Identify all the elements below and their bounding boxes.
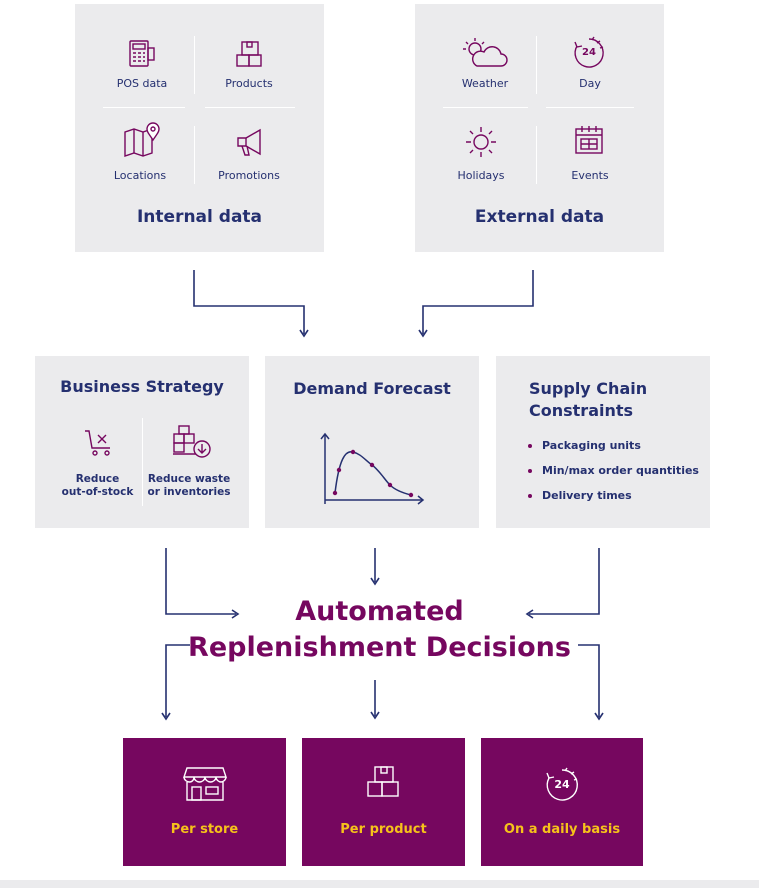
- supply-chain-panel: [496, 356, 710, 528]
- reduce-oos-line1: Reduce: [75, 473, 120, 485]
- reduce-waste-line2: or inventories: [147, 486, 231, 498]
- divider: [443, 107, 528, 108]
- bottom-strip: [0, 880, 759, 888]
- boxes-down-icon: [173, 425, 211, 458]
- locations-label: Locations: [113, 169, 167, 182]
- product-box-icon: [236, 41, 262, 67]
- day-badge: 24: [582, 47, 596, 58]
- megaphone-icon: [237, 128, 261, 156]
- per-store-box: [123, 738, 286, 866]
- list-item: Min/max order quantities: [528, 464, 699, 489]
- divider: [103, 107, 185, 108]
- divider: [205, 107, 295, 108]
- supply-chain-title-line2: Constraints: [529, 401, 634, 420]
- pos-data-label: POS data: [116, 77, 168, 90]
- supply-chain-title-line1: Supply Chain: [529, 379, 648, 398]
- daily-basis-label: On a daily basis: [503, 822, 621, 837]
- pos-terminal-icon: [129, 40, 155, 67]
- reduce-oos-line2: out-of-stock: [61, 486, 134, 498]
- promotions-label: Promotions: [218, 169, 280, 182]
- weather-icon: [463, 38, 508, 67]
- demand-forecast-title: Demand Forecast: [293, 379, 451, 398]
- daily-clock-icon: [546, 767, 578, 801]
- daily-badge: 24: [554, 778, 570, 791]
- holidays-label: Holidays: [457, 169, 505, 182]
- per-store-label: Per store: [170, 822, 239, 837]
- internal-data-title: Internal data: [136, 207, 263, 227]
- product-box-icon: [367, 766, 399, 797]
- daily-basis-box: [481, 738, 643, 866]
- divider: [536, 36, 537, 94]
- per-product-box: [302, 738, 465, 866]
- list-item: Packaging units: [528, 439, 699, 464]
- divider: [546, 107, 634, 108]
- weather-label: Weather: [461, 77, 509, 90]
- constraints-list: Packaging units Min/max order quantities…: [528, 439, 699, 514]
- day-label: Day: [579, 77, 601, 90]
- reduce-waste-line1: Reduce waste: [147, 473, 231, 485]
- calendar-icon: [575, 126, 603, 154]
- divider: [194, 126, 195, 184]
- sun-icon: [466, 127, 496, 157]
- divider: [142, 418, 143, 506]
- per-product-label: Per product: [340, 822, 427, 837]
- cart-x-icon: [85, 430, 110, 456]
- business-strategy-title: Business Strategy: [60, 377, 224, 396]
- products-label: Products: [225, 77, 273, 90]
- events-label: Events: [571, 169, 609, 182]
- map-location-icon: [124, 122, 160, 157]
- forecast-curve-icon: [320, 432, 425, 505]
- decisions-title-line2: Replenishment Decisions: [188, 632, 571, 663]
- external-data-panel: [415, 4, 664, 252]
- divider: [536, 126, 537, 184]
- list-item: Delivery times: [528, 489, 699, 514]
- external-data-title: External data: [474, 207, 605, 227]
- store-icon: [183, 767, 227, 801]
- decisions-title-line1: Automated: [295, 596, 464, 627]
- divider: [194, 36, 195, 94]
- day-clock-icon: [574, 36, 604, 68]
- internal-data-panel: [75, 4, 324, 252]
